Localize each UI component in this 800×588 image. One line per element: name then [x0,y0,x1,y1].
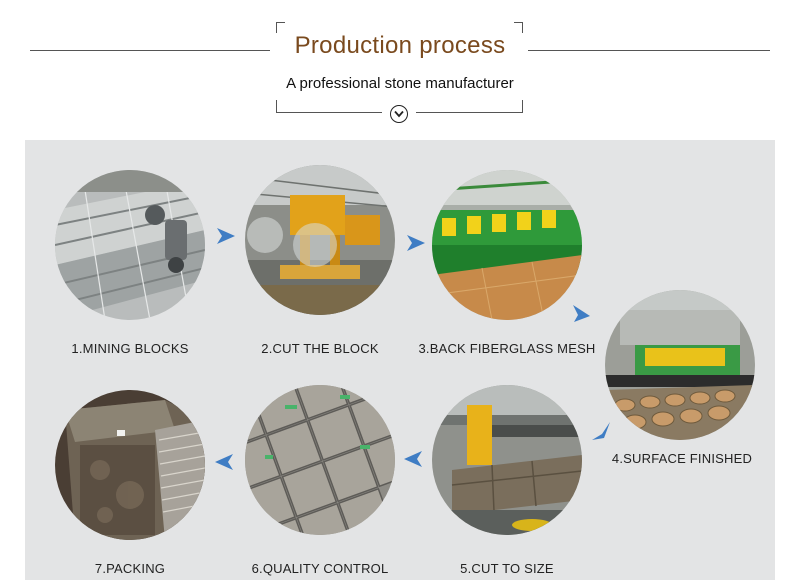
step-6-image [245,385,395,535]
chevron-down-circle-icon[interactable] [390,105,408,123]
bracket-top-right [514,22,523,33]
bracket-bottom-left [276,100,285,113]
step-4-image [605,290,755,440]
arrow-right-icon [407,235,425,251]
bracket-top-left [276,22,285,33]
step-6-label: 6.QUALITY CONTROL [251,561,389,576]
page-subtitle: A professional stone manufacturer [286,75,514,92]
step-5-image [432,385,582,535]
step-3-label: 3.BACK FIBERGLASS MESH [418,341,596,356]
header-line-right [528,50,770,51]
header-line-left [30,50,270,51]
arrow-down-left-icon [592,422,610,440]
bracket-bottom-line-right [416,112,514,113]
step-7-label: 7.PACKING [94,561,166,576]
step-2-image [245,165,395,315]
arrow-left-icon [215,454,233,470]
bracket-bottom-line-left [284,112,382,113]
step-1-label: 1.MINING BLOCKS [71,341,189,356]
page-title: Production process [294,32,506,59]
arrow-left-icon [404,451,422,467]
bracket-bottom-right [514,100,523,113]
step-2-label: 2.CUT THE BLOCK [261,341,379,356]
arrow-right-icon [217,228,235,244]
arrow-down-right-icon [573,305,590,322]
step-4-label: 4.SURFACE FINISHED [611,451,753,466]
step-3-image [432,170,582,320]
step-1-image [55,170,205,320]
step-5-label: 5.CUT TO SIZE [460,561,554,576]
step-7-image [55,390,205,540]
